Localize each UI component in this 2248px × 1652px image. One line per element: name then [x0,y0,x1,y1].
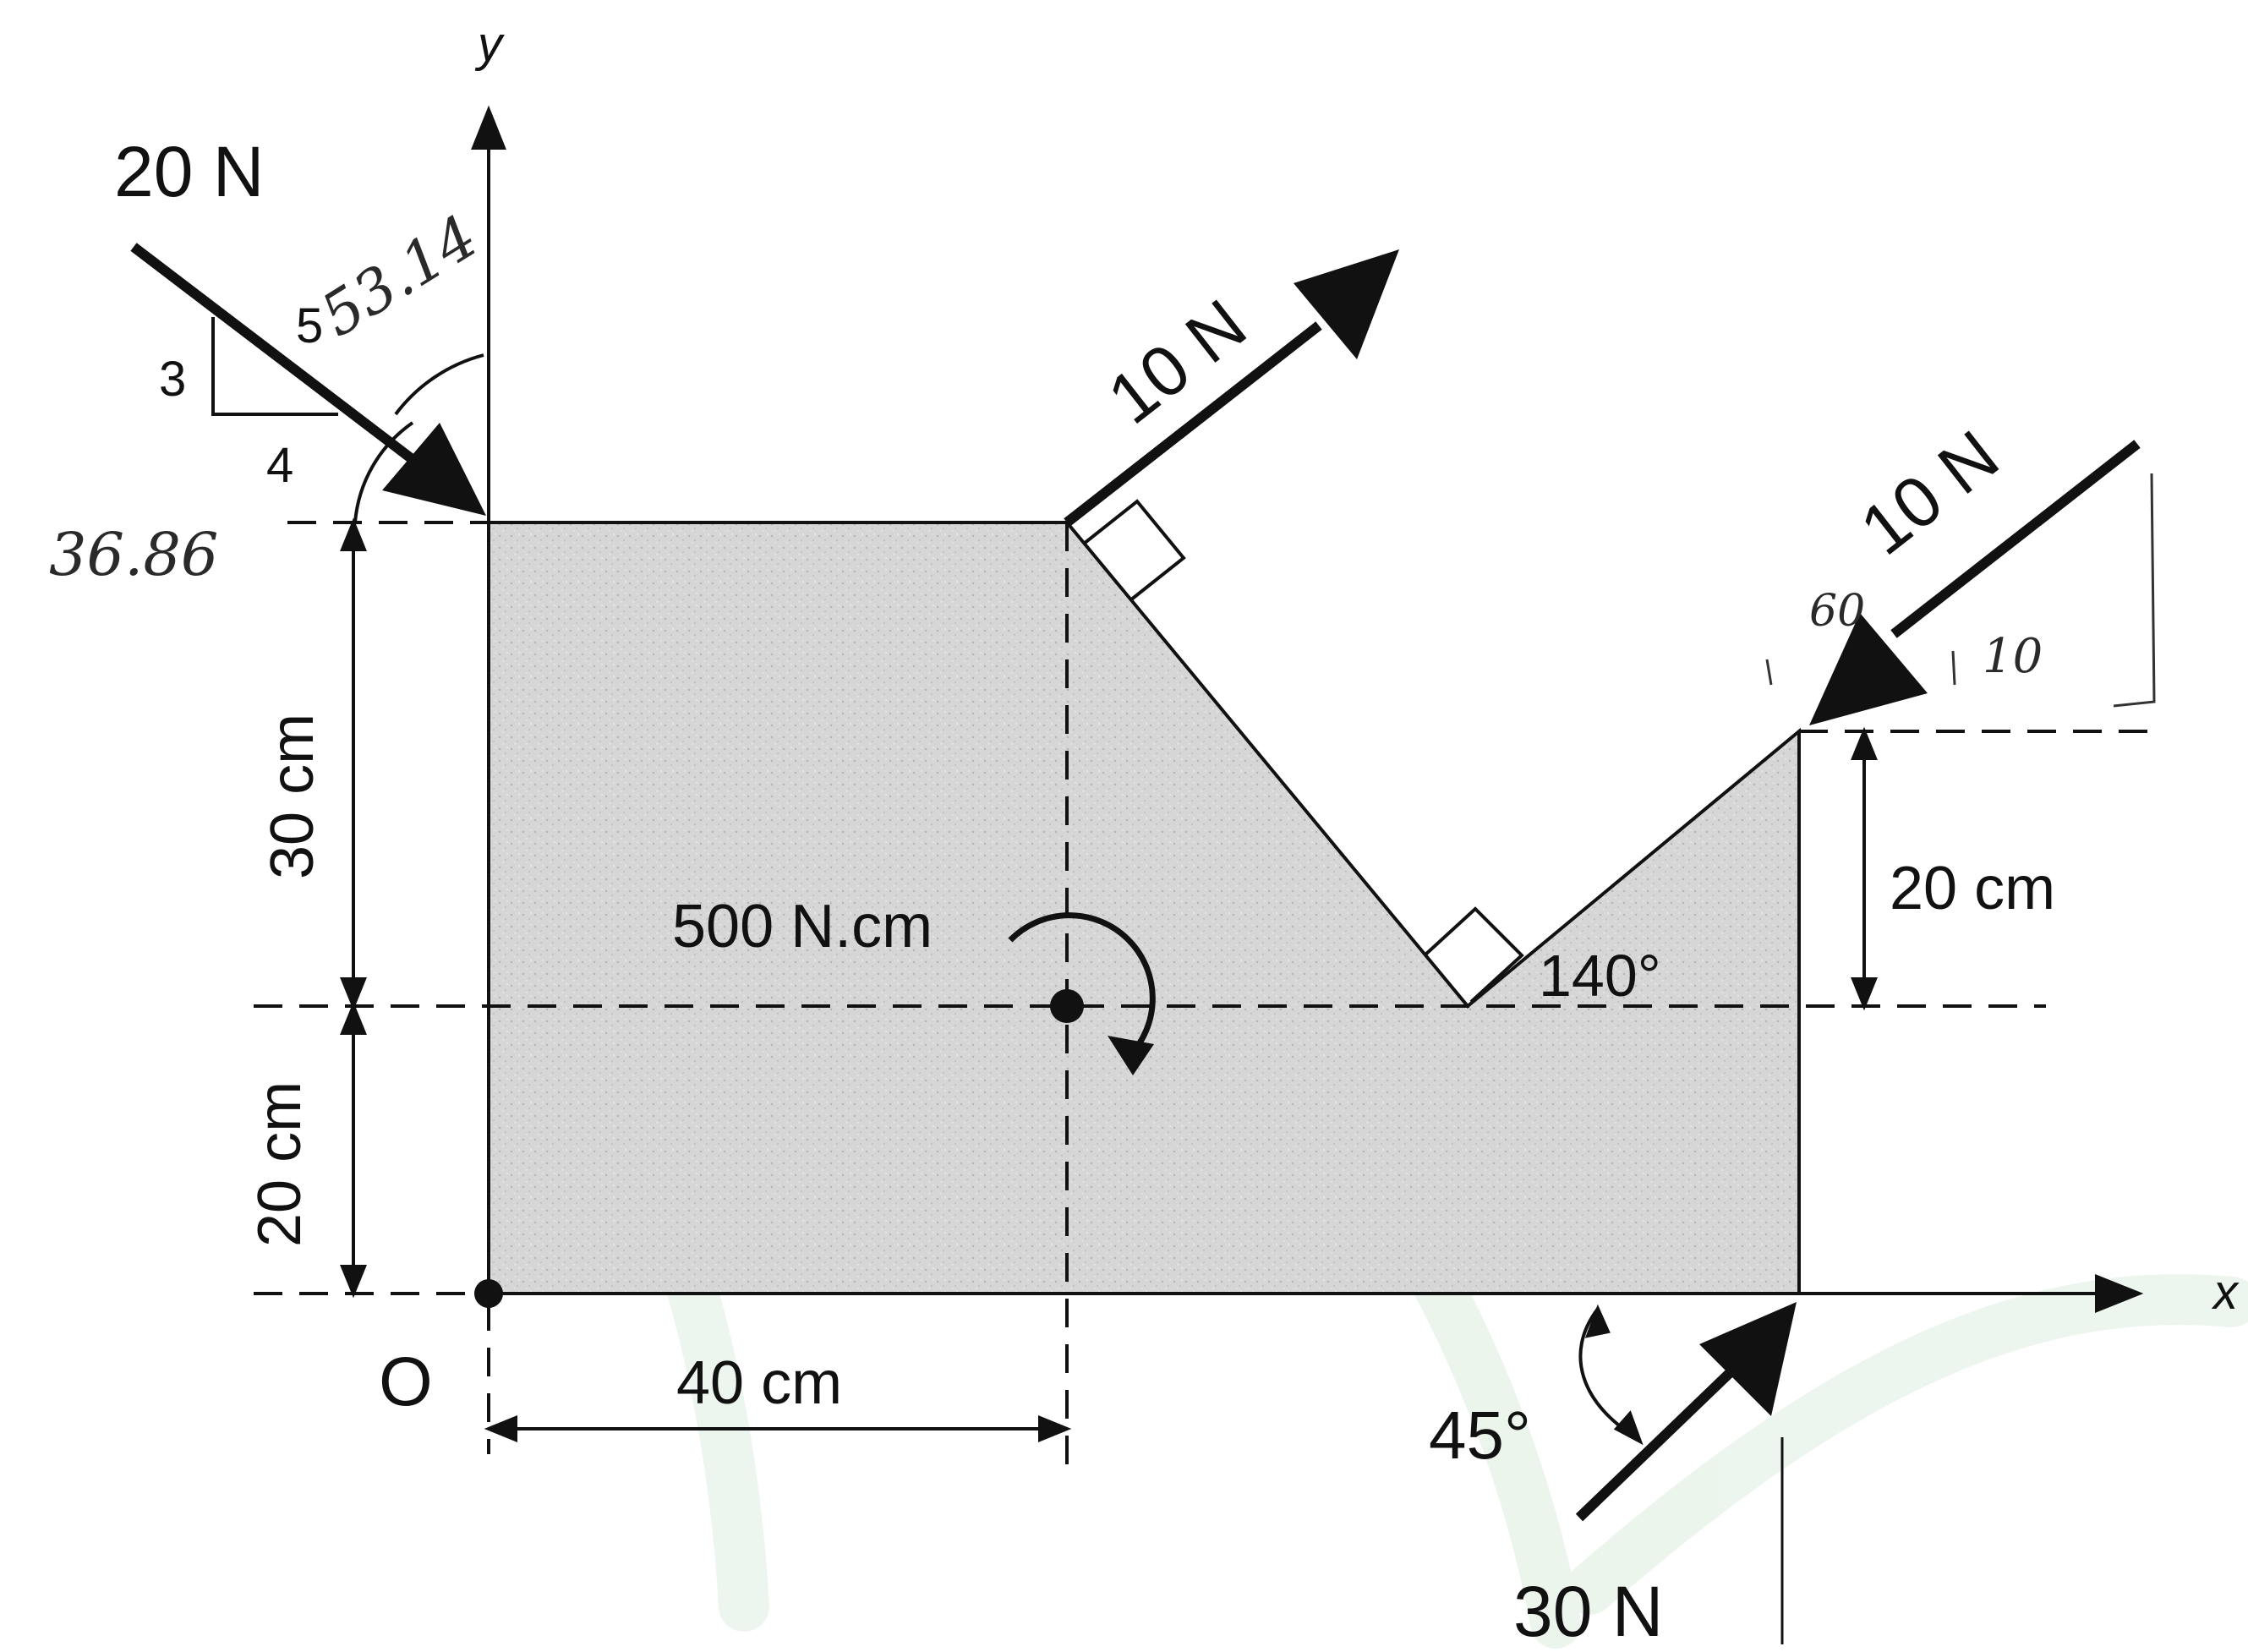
force-20n-arrow [130,243,486,516]
force-10n-right-label: 10 N [1846,415,2013,570]
force-20n-label: 20 N [114,132,264,211]
angle-arc-45 [1578,1304,1644,1446]
force-10n-top-label: 10 N [1093,284,1261,439]
force-30n-arrow [1575,1302,1797,1522]
dim-right [1851,726,1878,1011]
slope-run-label: 4 [266,438,293,493]
handwritten-angle-b: 53.14 [309,202,490,351]
slope-hyp-label: 5 [296,298,323,353]
dim-left-upper-label: 30 cm [259,714,326,879]
x-axis-label: x [2211,1265,2240,1320]
right-angle-marker-top [1082,499,1186,602]
origin-label: O [379,1343,433,1420]
handwritten-angle-a: 36.86 [49,520,218,589]
right-angle-marker-bottom [1423,906,1524,1004]
handwritten-note-60: 60 [1809,586,1865,637]
force-10n-right-arrow [1809,440,2141,725]
y-axis-label: y [474,17,505,72]
couple-label: 500 N.cm [672,893,933,960]
vertex-angle-label: 140° [1539,943,1661,1009]
dim-left-lower-label: 20 cm [246,1081,314,1247]
dim-bottom [484,1415,1072,1442]
slope-rise-label: 3 [159,352,186,407]
slope-triangle [211,317,338,416]
couple-arrowhead [1108,1036,1154,1075]
force-30n-label: 30 N [1513,1572,1663,1651]
couple-point [1050,989,1084,1023]
dim-bottom-label: 40 cm [676,1349,842,1417]
couple-arrow [1008,912,1156,1059]
angle-arcs-20n [353,353,484,523]
handwritten-note-10: 10 [1983,629,2043,684]
force-10n-top-arrow [1064,249,1399,527]
force-30n-angle-label: 45° [1429,1398,1531,1473]
dim-left-lower [340,1001,367,1299]
dim-right-label: 20 cm [1890,855,2055,922]
axes [471,105,2144,1313]
handwritten-bracket [1765,473,2156,708]
origin-point [474,1279,503,1308]
dim-left-upper [340,517,367,1011]
